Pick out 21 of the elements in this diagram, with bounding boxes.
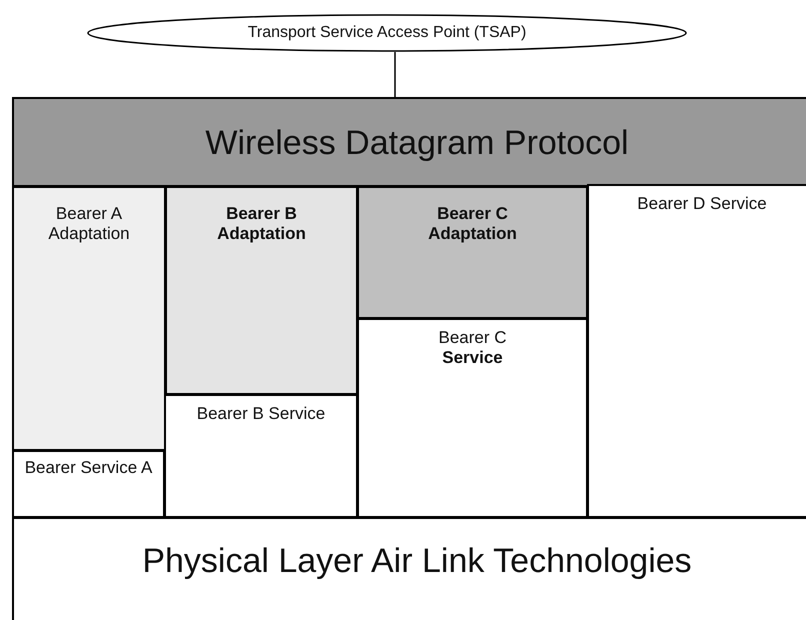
layer-label: Transport Service Access Point (TSAP) (248, 23, 526, 42)
service-box (357, 318, 588, 518)
protocol-layer-bar (12, 97, 806, 187)
layer-label: Bearer D Service (637, 194, 767, 214)
layer-label: Bearer A Adaptation (47, 204, 131, 245)
layer-label: Bearer C Service (437, 328, 508, 369)
layer-label: Wireless Datagram Protocol (205, 123, 629, 164)
connector-line (394, 52, 396, 97)
layer-label: Physical Layer Air Link Technologies (142, 541, 692, 582)
service-box (164, 394, 358, 518)
physical-layer-bar (12, 517, 806, 620)
layer-label: Bearer C Adaptation (427, 204, 518, 245)
service-box (12, 450, 165, 518)
layer-label: Bearer B Service (196, 404, 326, 424)
layer-label: Bearer Service A (24, 458, 152, 478)
adaptation-box (357, 186, 588, 319)
layer-label: Bearer B Adaptation (216, 204, 307, 245)
access-point-ellipse (87, 14, 687, 52)
service-box (587, 184, 806, 518)
adaptation-box (12, 186, 166, 451)
adaptation-box (165, 186, 358, 395)
